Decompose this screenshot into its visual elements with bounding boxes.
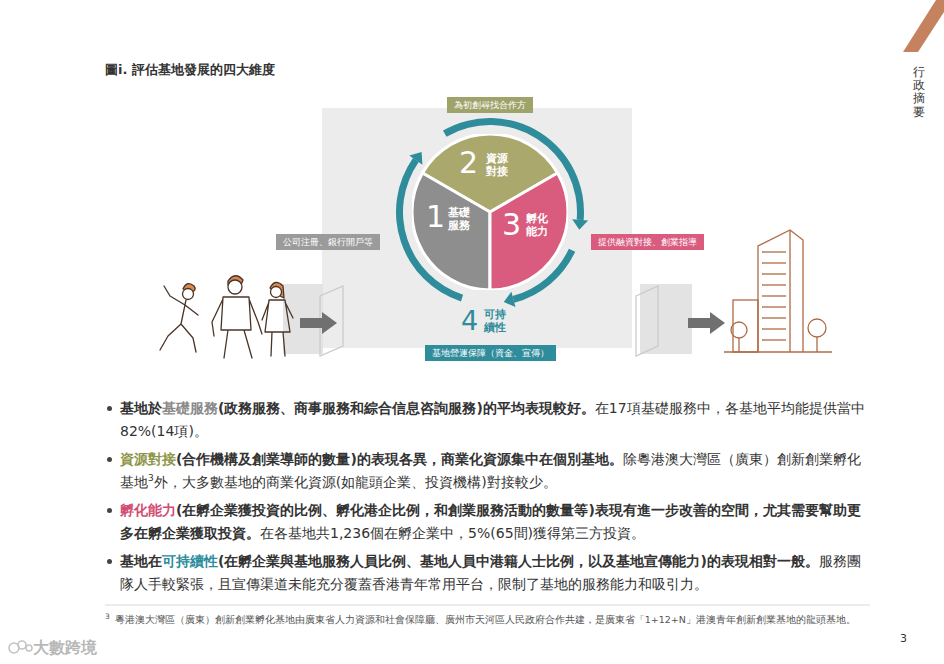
cycle-arrowhead bbox=[409, 152, 422, 165]
bullet-dot bbox=[107, 508, 112, 513]
dimension-term: 可持續性 bbox=[162, 553, 218, 569]
figure-title: 圖i. 評估基地發展的四大維度 bbox=[105, 61, 275, 79]
exit-panel bbox=[640, 284, 692, 354]
tree bbox=[731, 322, 747, 338]
section-tab: 行政摘要 bbox=[913, 66, 925, 119]
floor-line bbox=[762, 328, 786, 329]
cycle-arrowhead bbox=[504, 292, 516, 307]
tree bbox=[808, 319, 826, 337]
floor-line bbox=[762, 262, 786, 263]
dimension-term: 孵化能力 bbox=[120, 502, 176, 518]
cycle-ring bbox=[396, 118, 588, 307]
banner-text: 公司注冊、銀行開戶等 bbox=[283, 236, 373, 248]
head bbox=[228, 280, 242, 294]
floor-line bbox=[762, 339, 786, 340]
bullet-text: 在各基地共1,236個在孵企業中，5%(65間)獲得第三方投資。 bbox=[260, 525, 645, 541]
flow-arrow bbox=[688, 312, 725, 334]
tag-banner: 提供融資對接、創業指導 bbox=[591, 234, 704, 250]
floor-line bbox=[762, 317, 786, 318]
bullet-text: 外，大多數基地的商業化資源(如龍頭企業、投資機構)對接較少。 bbox=[154, 474, 557, 490]
floor-line bbox=[762, 251, 786, 252]
watermark-logo bbox=[9, 641, 32, 653]
floor-line bbox=[762, 284, 786, 285]
dimension-term: 資源對接 bbox=[120, 451, 176, 467]
banner-text: 提供融資對接、創業指導 bbox=[598, 236, 697, 248]
footnote-mark: 3 bbox=[105, 612, 110, 621]
tower-edge bbox=[789, 230, 790, 352]
bullet-text: 基地在 bbox=[120, 553, 162, 569]
bullet-dot bbox=[107, 406, 112, 411]
body bbox=[262, 300, 293, 356]
dimension-number: 4 bbox=[461, 307, 478, 335]
bullet-item: 基地於基礎服務(政務服務、商事服務和綜合信息咨詢服務)的平均表現較好。在17項基… bbox=[104, 397, 872, 443]
tag-banner: 基地營運保障（資金、宣傳） bbox=[425, 345, 556, 361]
tree-trunk bbox=[816, 337, 817, 352]
sector-label: 資源 對接 bbox=[486, 152, 511, 178]
bullet-list: 基地於基礎服務(政務服務、商事服務和綜合信息咨詢服務)的平均表現較好。在17項基… bbox=[104, 397, 872, 601]
hair bbox=[270, 282, 284, 298]
sector-shape bbox=[412, 173, 490, 290]
bullet-item: 資源對接(合作機構及創業導師的數量)的表現各異，商業化資源集中在個別基地。除粵港… bbox=[104, 448, 872, 494]
floor-line bbox=[762, 295, 786, 296]
banner-text: 基地營運保障（資金、宣傳） bbox=[432, 347, 549, 359]
door-outline bbox=[636, 286, 658, 356]
dimension-term: 基礎服務 bbox=[162, 400, 218, 416]
watermark: 大數跨境 bbox=[33, 639, 97, 657]
flow-arrow bbox=[300, 312, 337, 334]
entry-panel bbox=[283, 284, 343, 356]
corner-stripe bbox=[903, 0, 944, 52]
bullet-item: 孵化能力(在孵企業獲投資的比例、孵化港企比例，和創業服務活動的數量等)表現有進一… bbox=[104, 499, 872, 545]
people-figure bbox=[160, 276, 293, 358]
dimension-label: 可持 續性 bbox=[484, 309, 509, 334]
sector-number: 1 bbox=[426, 202, 445, 232]
diagram-ground bbox=[322, 108, 632, 348]
sector-label: 基礎 服務 bbox=[448, 206, 473, 232]
sector-number: 2 bbox=[459, 148, 478, 178]
building bbox=[724, 230, 832, 352]
bullet-item: 基地在可持續性(在孵企業與基地服務人員比例、基地人員中港籍人士比例，以及基地宣傳… bbox=[104, 550, 872, 596]
floor-lines bbox=[762, 252, 786, 340]
tree-trunk bbox=[738, 338, 739, 352]
sector-shape bbox=[490, 173, 568, 290]
sector-label: 孵化 能力 bbox=[526, 212, 551, 238]
footnote-text: 粵港澳大灣區（廣東）創新創業孵化基地由廣東省人力資源和社會保障廳、廣州市天河區人… bbox=[115, 614, 856, 625]
page-number: 3 bbox=[900, 632, 907, 645]
bullet-dot bbox=[107, 559, 112, 564]
floor-line bbox=[762, 306, 786, 307]
bullet-text: (在孵企業與基地服務人員比例、基地人員中港籍人士比例，以及基地宣傳能力)的表現相… bbox=[218, 553, 819, 569]
bullet-text: 基地於 bbox=[120, 400, 162, 416]
footnote-rule bbox=[105, 605, 870, 606]
logo-ring bbox=[26, 645, 32, 651]
pie-sector: 3孵化 能力 bbox=[412, 134, 568, 290]
bullet-dot bbox=[107, 457, 112, 462]
tag-banner: 公司注冊、銀行開戶等 bbox=[276, 234, 380, 250]
tag-banner: 為初創尋找合作方 bbox=[447, 97, 533, 113]
footnote: 3 粵港澳大灣區（廣東）創新創業孵化基地由廣東省人力資源和社會保障廳、廣州市天河區… bbox=[105, 610, 870, 627]
bullet-text: (政務服務、商事服務和綜合信息咨詢服務)的平均表現較好。 bbox=[218, 400, 595, 416]
banner-text: 為初創尋找合作方 bbox=[454, 99, 526, 111]
sector-number: 3 bbox=[502, 210, 521, 240]
head bbox=[271, 287, 282, 298]
footnote-mark: 3 bbox=[148, 473, 154, 483]
body bbox=[160, 286, 198, 352]
head bbox=[183, 289, 194, 300]
exit-panel bbox=[636, 284, 725, 356]
body bbox=[212, 297, 262, 358]
floor-line bbox=[762, 273, 786, 274]
bullet-text: (合作機構及創業導師的數量)的表現各異，商業化資源集中在個別基地。 bbox=[176, 451, 623, 467]
cycle-arrowhead bbox=[572, 219, 588, 230]
logo-ring bbox=[18, 641, 26, 649]
tower-outline bbox=[758, 230, 803, 352]
